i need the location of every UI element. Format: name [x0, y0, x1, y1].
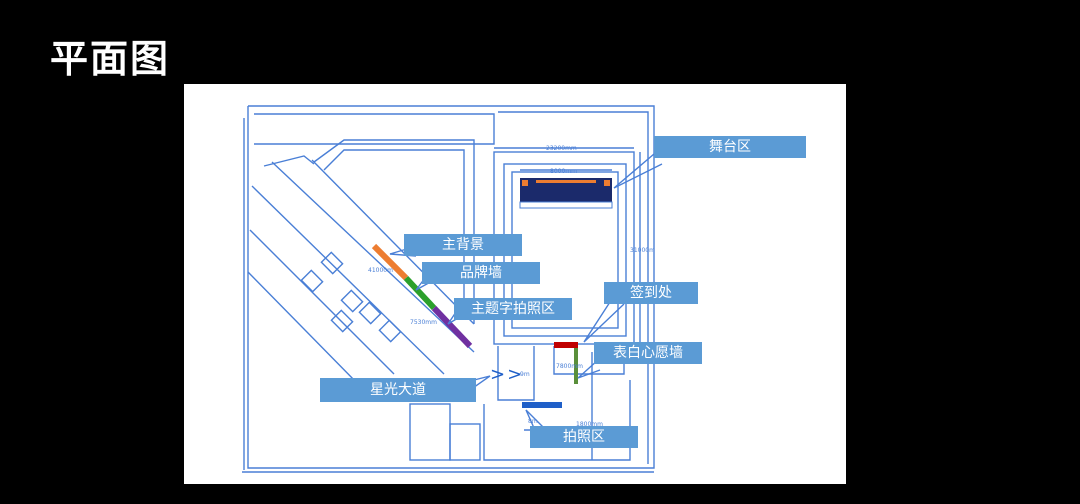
diagonal-wall-5	[247, 271, 359, 385]
outer-wall-inner	[254, 113, 495, 145]
stage-block	[519, 178, 613, 209]
wish-wall-segment	[574, 348, 578, 384]
lounge-box-5	[378, 319, 402, 343]
label-theme-photo-area: 主题字拍照区	[454, 298, 572, 320]
label-sign-in: 签到处	[604, 282, 698, 304]
stage-front-row	[519, 201, 613, 209]
top-left-bend-2	[323, 149, 465, 314]
floor-plan-canvas: 23200mm 8000mm 31000m 41000m 7530mm 7800…	[184, 84, 846, 484]
star-avenue-arrows: >>	[490, 364, 524, 385]
top-left-bend	[313, 139, 475, 324]
dim-label-4: 41000m	[368, 267, 393, 274]
diagonal-wall-4	[249, 229, 395, 375]
lounge-box-2	[320, 251, 344, 275]
dim-label-6: 7800mm	[556, 363, 583, 370]
dim-label-3: 31000m	[630, 247, 655, 254]
dim-label-5: 7530mm	[410, 319, 437, 326]
dim-label-9: 8m	[528, 418, 538, 425]
plan-walls	[242, 105, 655, 473]
dim-label-7: 9m	[520, 371, 530, 378]
pointer-sign-in	[583, 301, 625, 343]
dim-label-2: 8000mm	[550, 168, 577, 175]
dim-label-8: 1800mm	[576, 421, 603, 428]
lower-room-1	[497, 346, 535, 401]
lounge-box-1	[300, 269, 324, 293]
diagonal-wall-3	[311, 159, 475, 325]
sign-in-desk	[554, 342, 578, 348]
label-wish-wall: 表白心愿墙	[594, 342, 702, 364]
dim-label-1: 23200mm	[546, 145, 577, 152]
brand-wall-segment	[403, 275, 437, 311]
label-stage-area: 舞台区	[654, 136, 806, 158]
theme-photo-wall	[431, 305, 473, 349]
stage-orange-strip	[536, 180, 596, 183]
pointer-wish	[577, 359, 601, 379]
lower-room-4	[409, 403, 451, 461]
pointer-stage	[613, 153, 663, 189]
lounge-box-4	[358, 301, 382, 325]
page-title: 平面图	[50, 37, 171, 81]
floor-plan-drawing: 23200mm 8000mm 31000m 41000m 7530mm 7800…	[242, 105, 663, 473]
lower-room-5	[449, 423, 481, 461]
outer-wall	[247, 105, 655, 469]
label-brand-wall: 品牌墙	[422, 262, 540, 284]
label-main-backdrop: 主背景	[404, 234, 522, 256]
stage-orange-cap-right	[604, 180, 610, 186]
stage-orange-cap-left	[522, 180, 528, 186]
diagonal-wall-1	[251, 185, 445, 375]
label-star-avenue: 星光大道	[320, 378, 476, 402]
label-photo-area: 拍照区	[530, 426, 638, 448]
pointer-photo	[525, 409, 545, 429]
lounge-box-6	[330, 309, 354, 333]
lower-room-3	[483, 380, 631, 461]
diagonal-wall-outer	[263, 155, 315, 167]
diagonal-wall-2	[271, 161, 475, 353]
photo-area-bar	[522, 402, 562, 408]
main-backdrop-wall	[371, 243, 409, 281]
lounge-box-3	[340, 289, 364, 313]
